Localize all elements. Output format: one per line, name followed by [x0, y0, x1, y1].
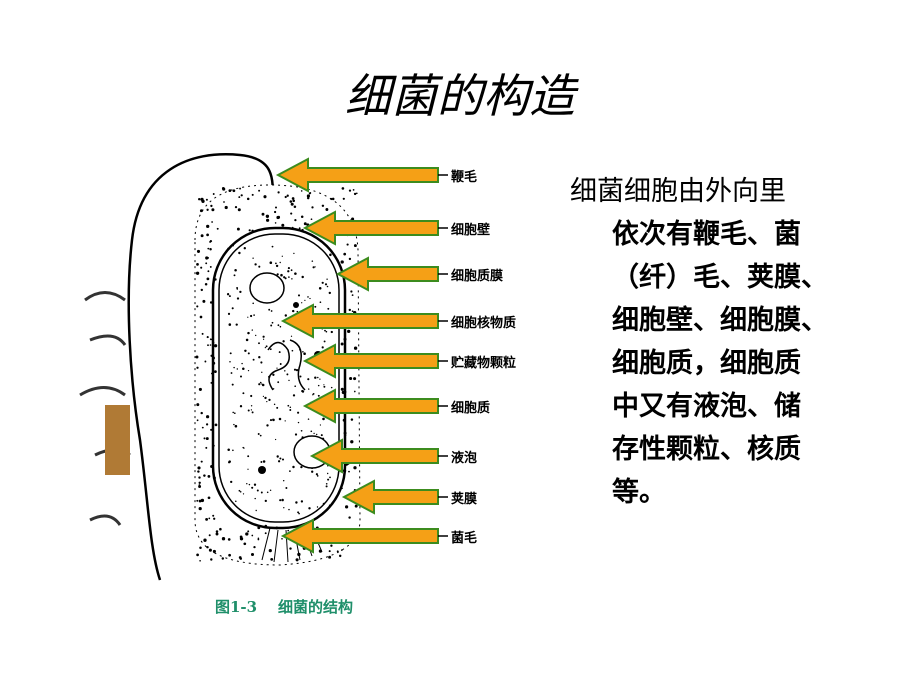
structure-label: 细胞质: [451, 401, 491, 416]
storage-granule: [293, 302, 299, 308]
description-line: （纤）毛、荚膜、: [612, 262, 828, 293]
flagellum-line: [127, 153, 277, 581]
cell-wall: [211, 226, 347, 530]
arrow: [302, 343, 439, 379]
arrow: [280, 518, 439, 554]
description-line: 细胞壁、细胞膜、: [612, 305, 828, 336]
structure-label: 细胞壁: [451, 223, 491, 238]
figure-caption: 图1-3 细菌的结构: [215, 598, 353, 616]
arrow: [275, 157, 439, 193]
structure-label: 荚膜: [451, 492, 478, 507]
slide-title: 细菌的构造: [345, 69, 575, 123]
left-decor-stroke: [84, 291, 126, 302]
label-leaders: [438, 174, 448, 537]
vacuole: [249, 272, 285, 304]
description-line: 中又有液泡、储: [612, 391, 801, 422]
capsule: [194, 184, 361, 566]
structure-label: 细胞质膜: [451, 269, 504, 284]
structure-label: 贮藏物颗粒: [451, 356, 517, 371]
arrow: [302, 388, 439, 424]
structure-label: 细胞核物质: [451, 316, 517, 331]
left-decor-stroke: [79, 386, 126, 397]
description-line: 细菌细胞由外向里: [570, 176, 786, 207]
nuclear-material: [267, 341, 290, 391]
description-line: 依次有鞭毛、菌: [612, 219, 801, 250]
description-line: 细胞质，细胞质: [612, 348, 801, 379]
left-decor-stroke: [89, 334, 127, 346]
arrow: [280, 303, 439, 339]
description-line: 等。: [612, 477, 666, 508]
structure-label: 液泡: [451, 451, 478, 466]
left-decor-strip: [0, 180, 115, 550]
arrow: [309, 438, 439, 474]
cell-membrane: [218, 233, 340, 523]
structure-label: 鞭毛: [451, 170, 478, 185]
description-line: 存性颗粒、核质: [612, 434, 801, 465]
nuclear-material: [289, 339, 306, 391]
description-text: 细菌细胞由外向里 依次有鞭毛、菌 （纤）毛、荚膜、细胞壁、细胞膜、细胞质，细胞质中…: [570, 170, 910, 514]
arrow: [302, 210, 439, 246]
structure-label: 菌毛: [451, 531, 478, 546]
description-continuation: 依次有鞭毛、菌 （纤）毛、荚膜、细胞壁、细胞膜、细胞质，细胞质中又有液泡、储存性颗…: [570, 213, 910, 514]
storage-granule: [258, 466, 266, 474]
left-decor-block: [105, 405, 130, 475]
left-decor-stroke: [89, 514, 122, 526]
